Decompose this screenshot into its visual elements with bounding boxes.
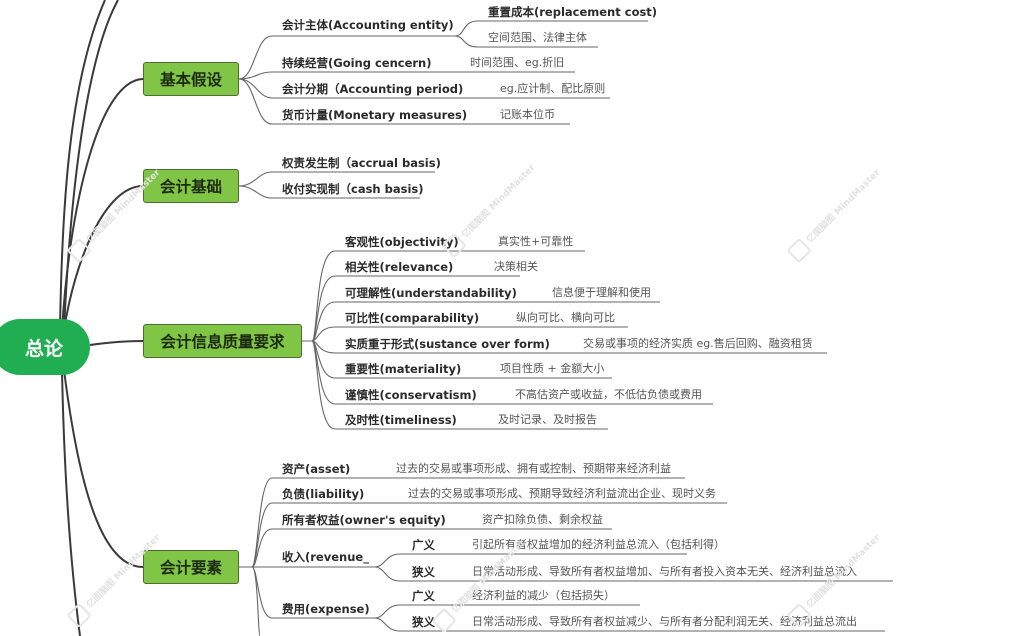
node-liability[interactable]: 负债(liability): [282, 487, 365, 501]
node-revenue-broad[interactable]: 广义: [412, 538, 435, 552]
topic-label: 基本假设: [159, 71, 222, 89]
topic-accounting-elements[interactable]: 会计要素: [143, 550, 239, 584]
node-expense[interactable]: 费用(expense): [282, 602, 370, 616]
note-timeliness: 及时记录、及时报告: [498, 413, 597, 426]
node-accounting-entity[interactable]: 会计主体(Accounting entity): [282, 18, 454, 32]
node-monetary-measures[interactable]: 货币计量(Monetary measures): [282, 108, 468, 122]
node-accrual-basis[interactable]: 权责发生制（accrual basis): [282, 156, 441, 170]
note-comparability: 纵向可比、横向可比: [516, 311, 615, 324]
note-expense-broad: 经济利益的减少（包括损失）: [472, 589, 615, 602]
node-comparability[interactable]: 可比性(comparability): [345, 311, 480, 325]
note-owners-equity: 资产扣除负债、剩余权益: [482, 513, 603, 526]
topic-label: 会计要素: [159, 559, 222, 577]
root-node-general-principles[interactable]: 总论: [0, 319, 90, 375]
note-understandability: 信息便于理解和使用: [552, 286, 651, 299]
node-substance-over-form[interactable]: 实质重于形式(sustance over form): [345, 337, 550, 351]
note-conservatism: 不高估资产或收益，不低估负债或费用: [515, 388, 702, 401]
note-asset: 过去的交易或事项形成、拥有或控制、预期带来经济利益: [396, 462, 671, 475]
note-accounting-period: eg.应计制、配比原则: [500, 82, 606, 95]
node-going-concern[interactable]: 持续经营(Going cencern): [282, 56, 432, 70]
note-going-concern: 时间范围、eg.折旧: [470, 56, 565, 69]
node-expense-narrow[interactable]: 狭义: [412, 615, 435, 629]
node-timeliness[interactable]: 及时性(timeliness): [345, 413, 457, 427]
node-space-scope[interactable]: 空间范围、法律主体: [488, 31, 587, 44]
node-owners-equity[interactable]: 所有者权益(owner's equity): [282, 513, 446, 527]
note-objectivity: 真实性+可靠性: [498, 235, 574, 248]
topic-basic-assumptions[interactable]: 基本假设: [143, 62, 239, 96]
note-expense-narrow: 日常活动形成、导致所有者权益减少、与所有者分配利润无关、经济利益总流出: [472, 615, 857, 628]
note-revenue-narrow: 日常活动形成、导致所有者权益增加、与所有者投入资本无关、经济利益总流入: [472, 565, 857, 578]
node-replacement-cost[interactable]: 重置成本(replacement cost): [488, 5, 658, 19]
node-materiality[interactable]: 重要性(materiality): [345, 362, 462, 376]
node-relevance[interactable]: 相关性(relevance): [345, 260, 454, 274]
root-node-label: 总论: [24, 337, 63, 360]
note-liability: 过去的交易或事项形成、预期导致经济利益流出企业、现时义务: [408, 487, 716, 500]
node-objectivity[interactable]: 客观性(objectivity): [345, 235, 459, 249]
node-asset[interactable]: 资产(asset): [282, 462, 351, 476]
note-substance-over-form: 交易或事项的经济实质 eg.售后回购、融资租赁: [583, 337, 813, 350]
topic-accounting-basis[interactable]: 会计基础: [143, 169, 239, 203]
node-understandability[interactable]: 可理解性(understandability): [345, 286, 517, 300]
node-cash-basis[interactable]: 收付实现制（cash basis): [282, 182, 424, 196]
node-revenue[interactable]: 收入(revenue_: [282, 550, 369, 564]
topic-info-quality-requirements[interactable]: 会计信息质量要求: [143, 324, 302, 358]
node-accounting-period[interactable]: 会计分期（Accounting period): [282, 82, 464, 96]
node-expense-broad[interactable]: 广义: [412, 589, 435, 603]
topic-label: 会计基础: [159, 178, 222, 196]
note-materiality: 项目性质 + 金额大小: [500, 362, 605, 375]
note-revenue-broad: 引起所有者权益增加的经济利益总流入（包括利得）: [472, 538, 725, 551]
node-revenue-narrow[interactable]: 狭义: [412, 565, 435, 579]
note-relevance: 决策相关: [494, 260, 538, 273]
note-monetary-measures: 记账本位币: [500, 108, 555, 121]
node-conservatism[interactable]: 谨慎性(conservatism): [345, 388, 477, 402]
topic-label: 会计信息质量要求: [160, 333, 285, 351]
